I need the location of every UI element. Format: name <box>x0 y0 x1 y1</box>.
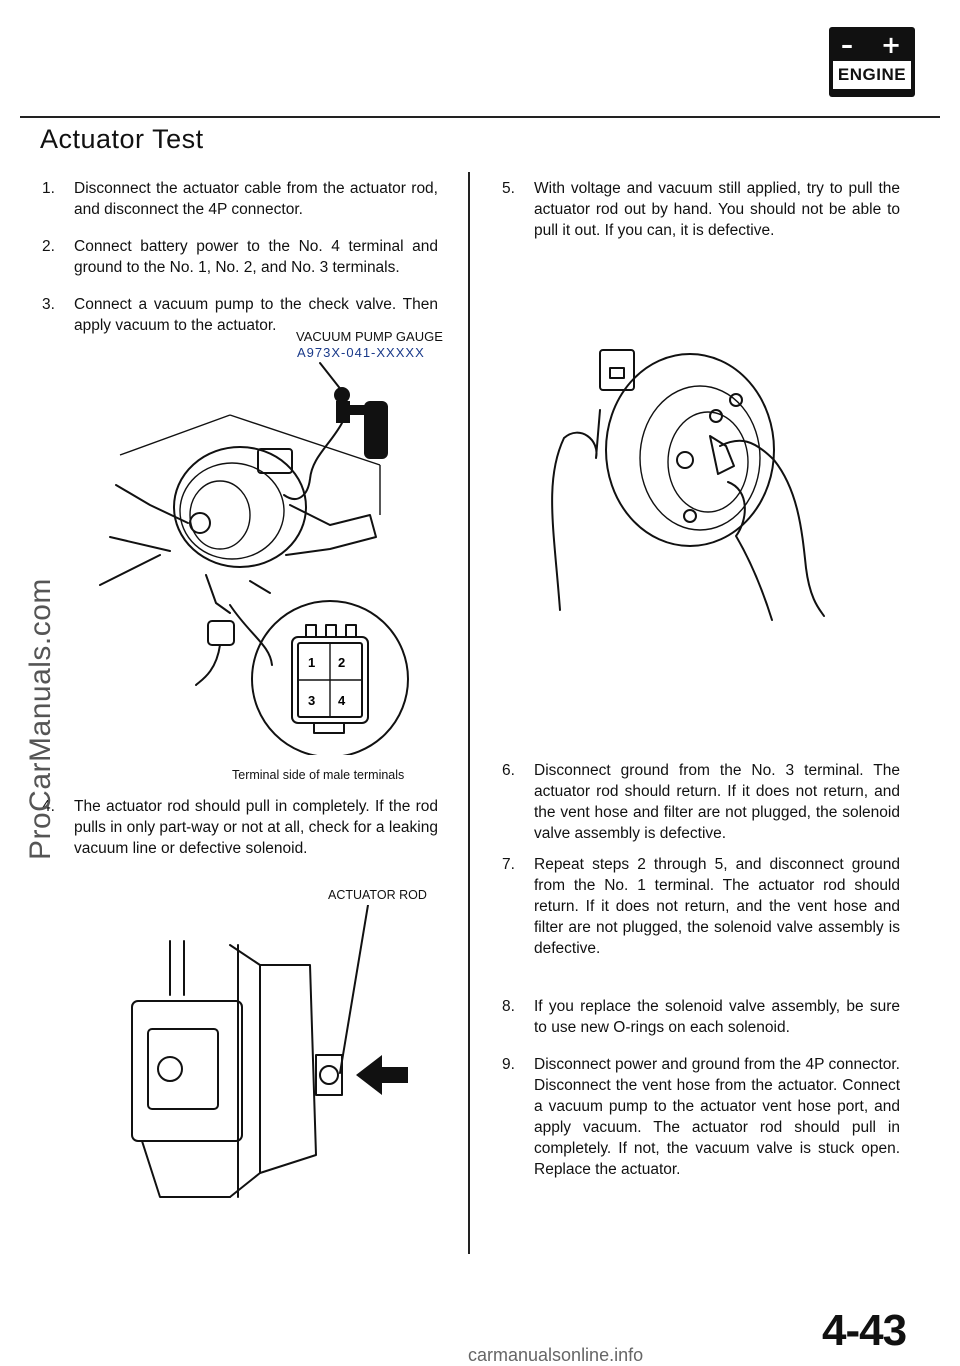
gauge-label: VACUUM PUMP GAUGE <box>296 329 443 344</box>
step-3: 3. Connect a vacuum pump to the check va… <box>42 294 438 338</box>
header-rule <box>20 116 940 118</box>
vacuum-test-illustration: 1 2 3 4 <box>99 362 409 755</box>
step-number: 1. <box>42 180 55 197</box>
engine-section-badge: – + ENGINE <box>829 27 915 97</box>
footer-watermark: carmanualsonline.info <box>468 1345 644 1365</box>
step-number: 4. <box>42 798 55 815</box>
pin-4: 4 <box>338 693 346 708</box>
step-number: 7. <box>502 856 515 873</box>
step-text: Disconnect ground from the No. 3 termina… <box>534 762 900 842</box>
step-text: The actuator rod should pull in complete… <box>74 798 438 857</box>
battery-plus-icon: + <box>881 31 902 59</box>
step-text: Disconnect the actuator cable from the a… <box>74 180 438 218</box>
step-number: 3. <box>42 296 55 313</box>
page-number: 4-43 <box>822 1306 907 1355</box>
step-6: 6. Disconnect ground from the No. 3 term… <box>502 760 900 844</box>
step-number: 8. <box>502 998 515 1015</box>
watermark: ProCarManuals.com <box>24 578 57 860</box>
step-text: Connect battery power to the No. 4 termi… <box>74 238 438 276</box>
hand-pull-illustration <box>551 349 825 621</box>
step-number: 5. <box>502 180 515 197</box>
step-8: 8. If you replace the solenoid valve ass… <box>502 996 900 1040</box>
step-5: 5. With voltage and vacuum still applied… <box>502 178 900 244</box>
column-divider <box>468 172 470 1254</box>
step-text: Repeat steps 2 through 5, and disconnect… <box>534 856 900 957</box>
actuator-rod-illustration <box>131 905 408 1198</box>
section-title: Actuator Test <box>40 124 204 154</box>
step-2: 2. Connect battery power to the No. 4 te… <box>42 236 438 280</box>
step-1: 1. Disconnect the actuator cable from th… <box>42 178 438 222</box>
gauge-part-number: A973X-041-XXXXX <box>297 345 425 360</box>
pin-3: 3 <box>308 693 315 708</box>
badge-label: ENGINE <box>833 61 911 89</box>
pin-1: 1 <box>308 655 315 670</box>
step-number: 6. <box>502 762 515 779</box>
step-text: If you replace the solenoid valve assemb… <box>534 998 900 1036</box>
step-4: 4. The actuator rod should pull in compl… <box>42 796 438 860</box>
step-7: 7. Repeat steps 2 through 5, and disconn… <box>502 854 900 960</box>
step-number: 2. <box>42 238 55 255</box>
battery-minus-icon: – <box>841 31 853 59</box>
step-9: 9. Disconnect power and ground from the … <box>502 1054 900 1178</box>
step-text: Connect a vacuum pump to the check valve… <box>74 296 438 334</box>
pin-2: 2 <box>338 655 345 670</box>
step-number: 9. <box>502 1056 515 1073</box>
terminal-caption: Terminal side of male terminals <box>232 768 405 782</box>
step-text: With voltage and vacuum still applied, t… <box>534 180 900 239</box>
step-text: Disconnect power and ground from the 4P … <box>534 1056 900 1178</box>
actuator-rod-label: ACTUATOR ROD <box>328 888 427 902</box>
